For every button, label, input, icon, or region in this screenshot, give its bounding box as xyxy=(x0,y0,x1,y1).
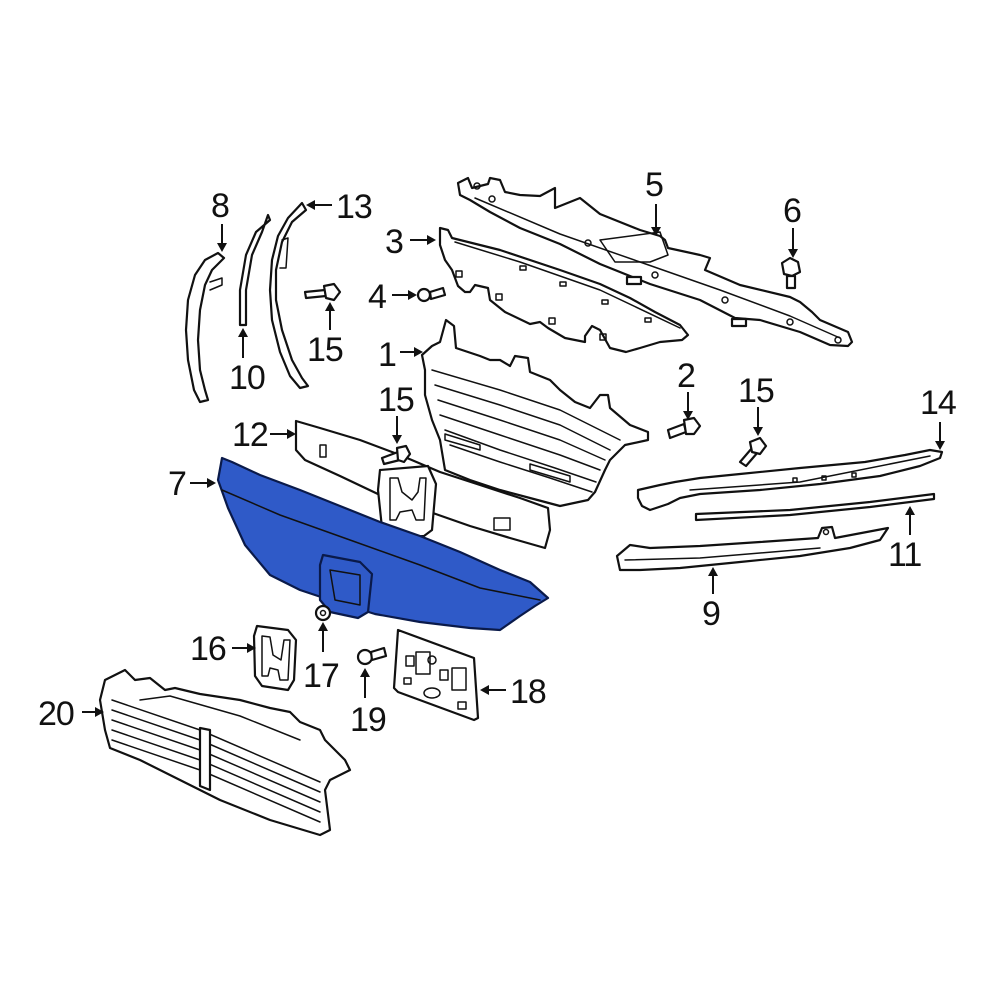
callout-18[interactable]: 18 xyxy=(510,673,547,711)
part-8-side-bracket[interactable] xyxy=(184,251,226,404)
part-13-side-bracket[interactable] xyxy=(268,201,310,390)
part-19-screw[interactable] xyxy=(356,646,388,666)
callout-19[interactable]: 19 xyxy=(350,701,387,739)
callout-10[interactable]: 10 xyxy=(229,359,266,397)
part-14-side-trim-upper[interactable] xyxy=(636,448,944,512)
part-2-bolt[interactable] xyxy=(666,416,702,440)
part-17-washer[interactable] xyxy=(314,604,332,622)
callout-2[interactable]: 2 xyxy=(677,357,696,395)
part-7-fill xyxy=(216,456,550,632)
part-5-upper-support[interactable] xyxy=(456,176,854,348)
part-15-bolt-upper-left[interactable] xyxy=(303,282,342,302)
leader-arrows xyxy=(82,200,945,717)
part-15-bolt-right[interactable] xyxy=(738,436,768,468)
callout-16[interactable]: 16 xyxy=(190,630,227,668)
callout-15-middle[interactable]: 15 xyxy=(378,381,415,419)
callout-15-right[interactable]: 15 xyxy=(738,372,775,410)
part-12-emblem-bracket[interactable] xyxy=(294,419,552,550)
callout-17[interactable]: 17 xyxy=(303,657,340,695)
callout-5[interactable]: 5 xyxy=(645,166,664,204)
callout-14[interactable]: 14 xyxy=(920,384,957,422)
callout-3[interactable]: 3 xyxy=(385,223,404,261)
part-10-side-strip[interactable] xyxy=(238,213,272,327)
part-18-plate-bracket[interactable] xyxy=(392,628,480,722)
callout-6[interactable]: 6 xyxy=(783,192,802,230)
part-11-molding-strip[interactable] xyxy=(694,492,936,522)
callout-9[interactable]: 9 xyxy=(702,595,721,633)
callout-15-upper-left[interactable]: 15 xyxy=(307,331,344,369)
callout-1[interactable]: 1 xyxy=(378,336,397,374)
callout-13[interactable]: 13 xyxy=(336,188,373,226)
part-9-side-trim-lower[interactable] xyxy=(615,525,890,572)
callout-8[interactable]: 8 xyxy=(211,187,230,225)
callout-20[interactable]: 20 xyxy=(38,695,75,733)
part-15-bolt-middle[interactable] xyxy=(380,444,412,466)
part-20-air-shutter[interactable] xyxy=(98,668,352,837)
part-7-grille-molding-highlighted[interactable] xyxy=(216,456,550,632)
part-6-bolt[interactable] xyxy=(780,256,802,290)
part-1-grille[interactable] xyxy=(420,318,650,508)
callout-12[interactable]: 12 xyxy=(232,416,269,454)
part-4-screw[interactable] xyxy=(416,286,447,303)
part-3-grille-bracket[interactable] xyxy=(438,226,690,354)
part-16-emblem[interactable] xyxy=(252,624,298,692)
callout-4[interactable]: 4 xyxy=(368,278,387,316)
callout-11[interactable]: 11 xyxy=(888,536,922,574)
callout-7[interactable]: 7 xyxy=(168,465,187,503)
